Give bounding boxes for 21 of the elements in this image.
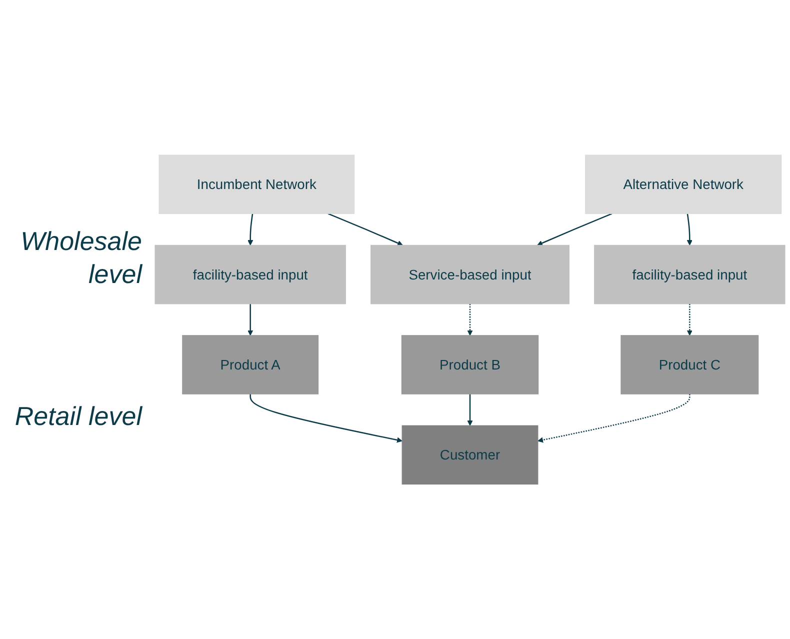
node-box: Product C — [620, 334, 759, 394]
arrow — [250, 394, 402, 443]
arrow — [328, 212, 403, 246]
arrow — [538, 394, 690, 443]
node-box: Product B — [401, 334, 539, 394]
node-box: Service-based input — [370, 244, 570, 304]
arrow — [467, 304, 473, 336]
node-box: facility-based input — [154, 244, 346, 304]
level-label: Retail level — [14, 400, 142, 432]
arrow — [248, 213, 254, 246]
node-box: facility-based input — [594, 244, 786, 304]
node-box: Incumbent Network — [158, 154, 355, 214]
arrow — [686, 304, 692, 336]
arrow — [467, 394, 473, 426]
node-box: Product A — [182, 334, 319, 394]
node-box: Alternative Network — [585, 154, 782, 214]
node-box: Customer — [402, 425, 538, 484]
arrow — [537, 212, 612, 246]
arrow — [248, 304, 254, 336]
arrow — [686, 213, 692, 246]
level-label: Wholesale level — [20, 225, 142, 290]
